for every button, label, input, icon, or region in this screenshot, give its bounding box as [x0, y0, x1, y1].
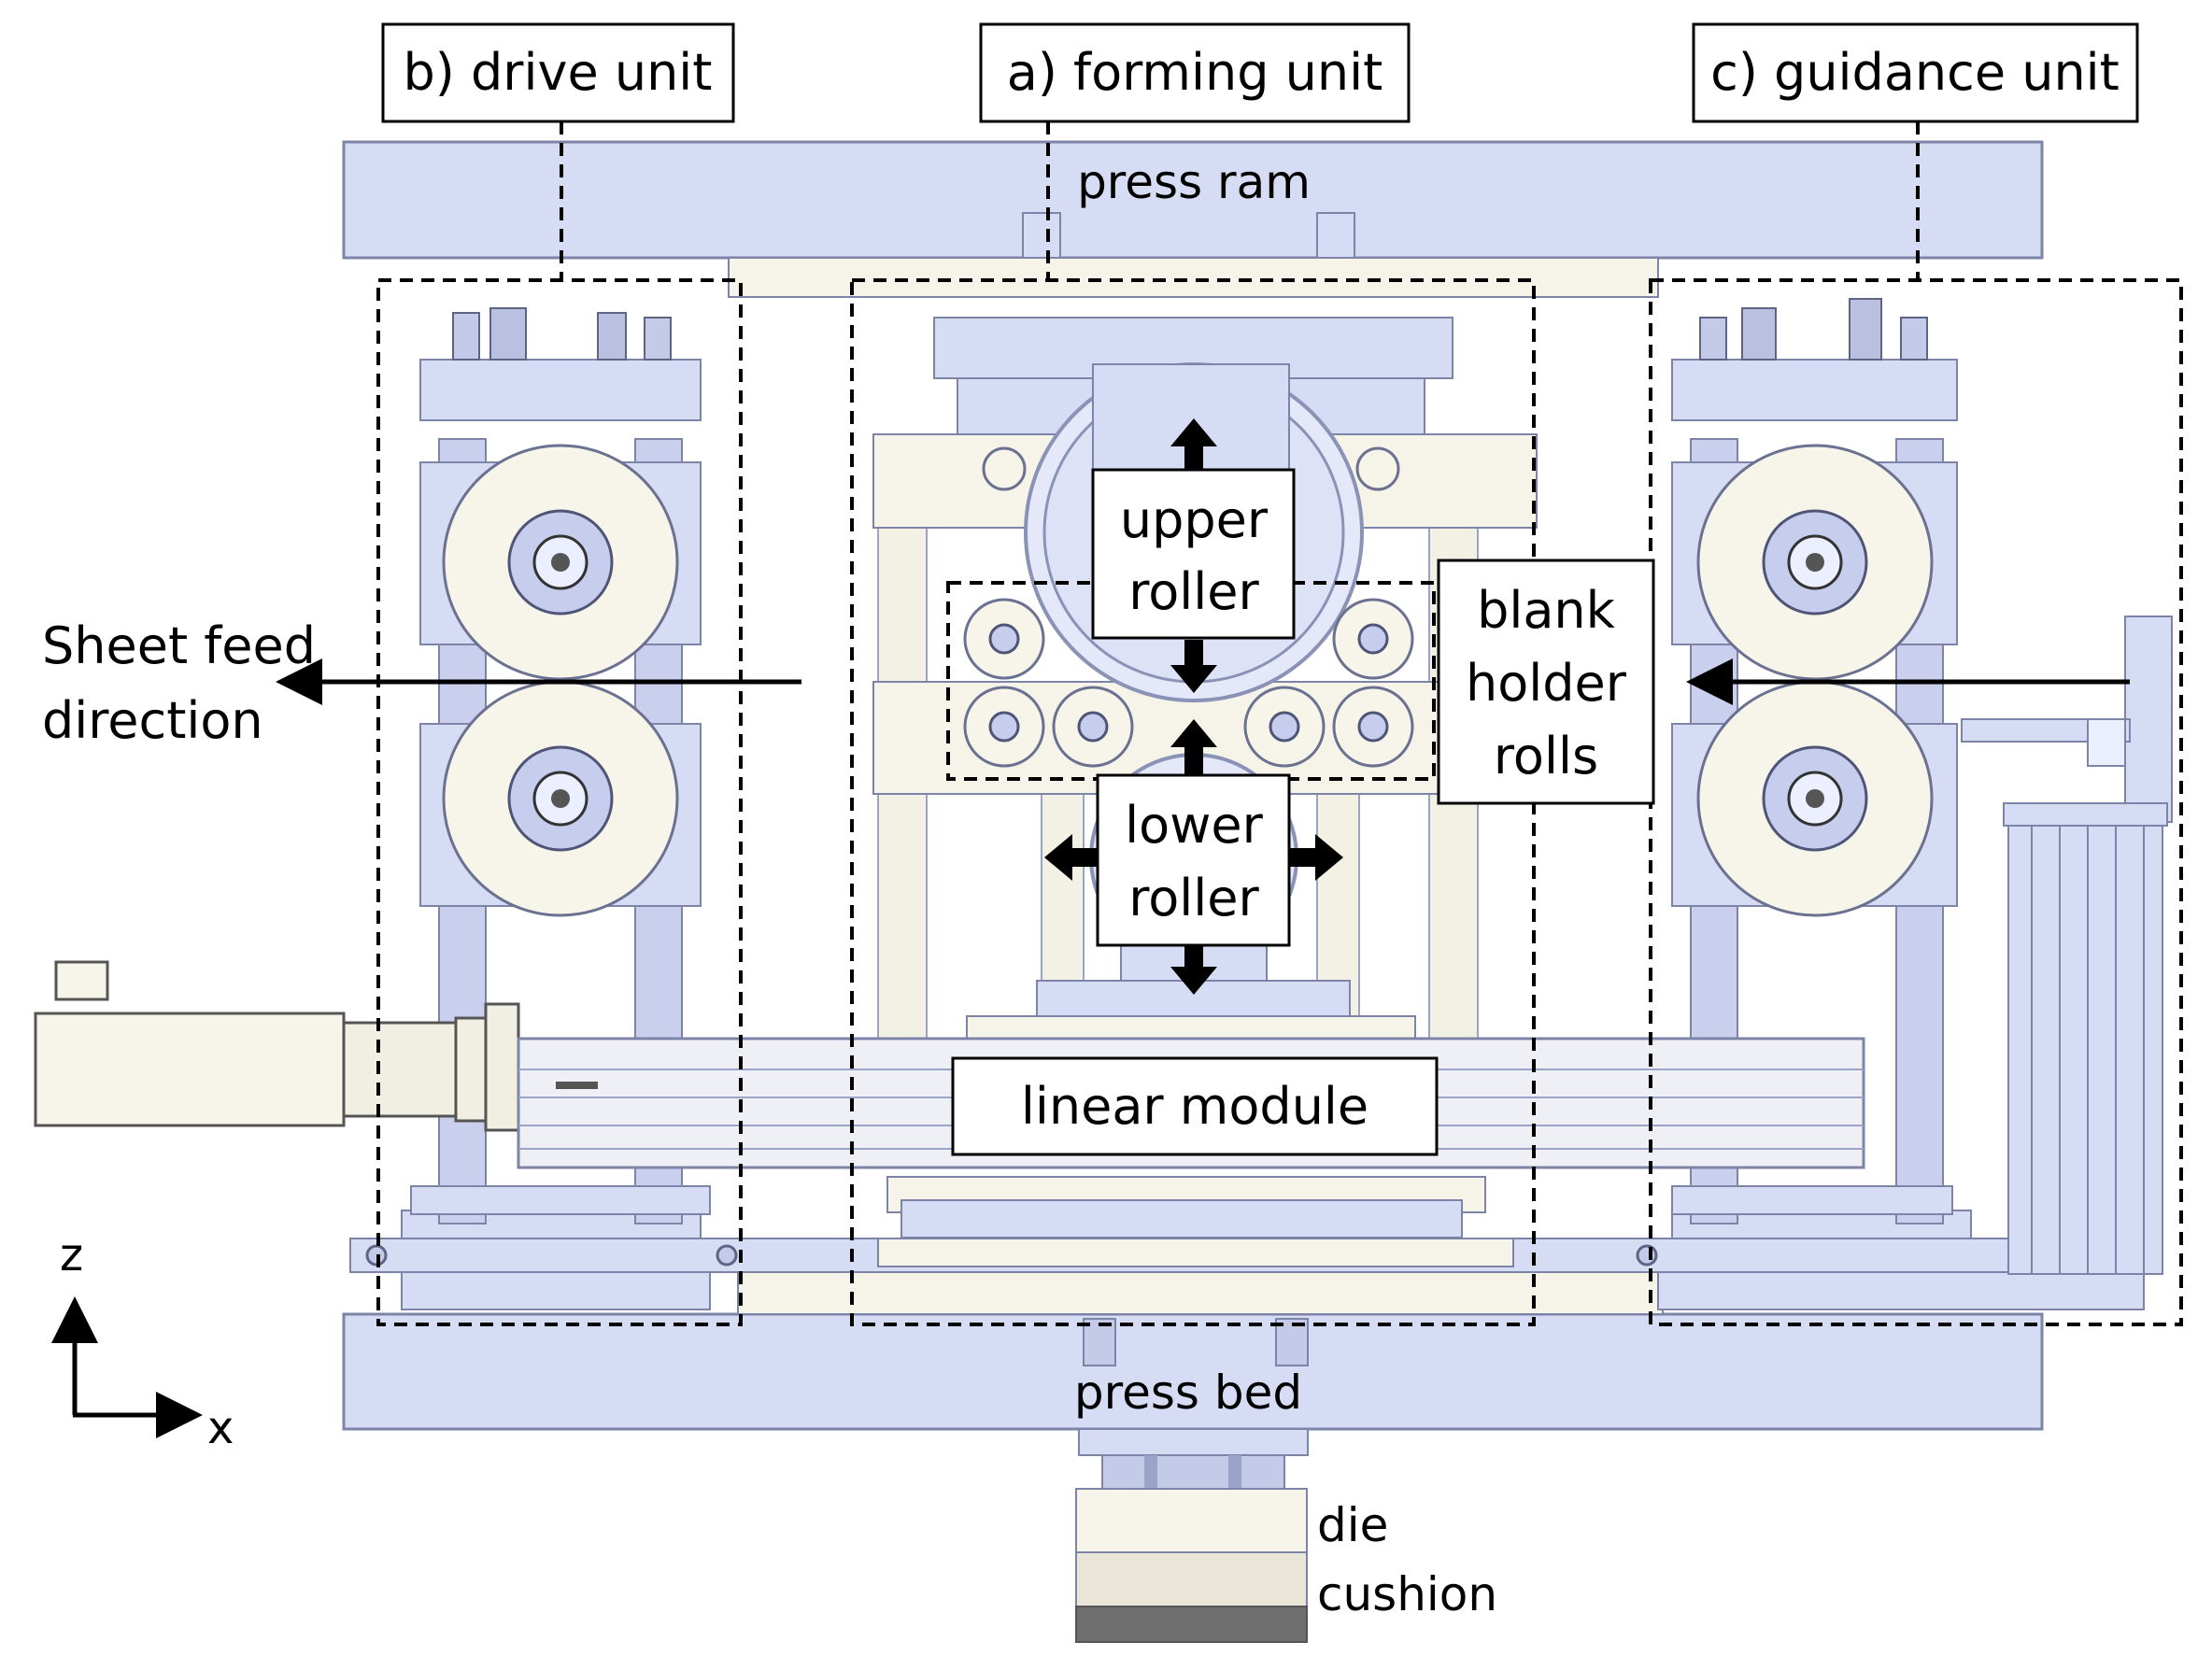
blank-holder-label-line2: holder [1466, 654, 1627, 713]
upper-roller-label-line1: upper [1120, 490, 1269, 549]
press-ram-label: press ram [1077, 155, 1311, 209]
blank-holder-rolls [963, 598, 1414, 768]
lower-roller-label-line1: lower [1125, 796, 1263, 855]
blank-holder-label-box: blank holder rolls [1437, 559, 1655, 805]
press-ram: press ram [342, 140, 2044, 298]
guidance-unit-label: c) guidance unit [1710, 43, 2120, 102]
lower-roller-left-arrow [1044, 834, 1100, 881]
press-bed-label: press bed [1074, 1366, 1302, 1420]
lower-roller-up-arrow [1170, 719, 1217, 775]
upper-roller-down-arrow [1170, 640, 1217, 693]
die-cushion-label-line2: cushion [1317, 1567, 1497, 1621]
x-axis-label: x [207, 1402, 234, 1454]
linear-module-label-box: linear module [951, 1056, 1439, 1156]
sheet-feed-label-line1: Sheet feed [42, 616, 316, 675]
forming-unit-label: a) forming unit [1007, 43, 1383, 102]
drive-unit-label-box: b) drive unit [381, 22, 735, 123]
base-plates [349, 1210, 2145, 1310]
upper-roller-up-arrow [1170, 418, 1217, 472]
blank-holder-label-line1: blank [1477, 581, 1616, 640]
guidance-unit-label-box: c) guidance unit [1692, 22, 2139, 123]
drive-unit-label: b) drive unit [404, 43, 713, 102]
die-cushion: die cushion [1075, 1428, 1497, 1643]
upper-roller-label-line2: roller [1128, 562, 1259, 621]
motion-arrows [1044, 418, 1343, 995]
linear-module-machine [34, 960, 1865, 1169]
z-axis-label: z [60, 1229, 83, 1281]
linear-module-label: linear module [1021, 1077, 1368, 1136]
drive-unit-machine [410, 307, 711, 1224]
lower-roller-down-arrow [1170, 943, 1217, 995]
die-cushion-label-line1: die [1317, 1498, 1388, 1552]
sheet-feed-label-line2: direction [42, 691, 263, 750]
upper-roller-label-box: upper roller [1091, 468, 1296, 640]
lower-roller-label-box: lower roller [1096, 773, 1291, 947]
lower-roller-right-arrow [1287, 834, 1343, 881]
lower-roller-label-line2: roller [1128, 869, 1259, 927]
guidance-unit-machine [1671, 298, 2173, 1275]
coordinate-axes: z x [51, 1229, 234, 1454]
blank-holder-label-line3: rolls [1494, 727, 1598, 786]
forming-unit-label-box: a) forming unit [979, 22, 1411, 123]
